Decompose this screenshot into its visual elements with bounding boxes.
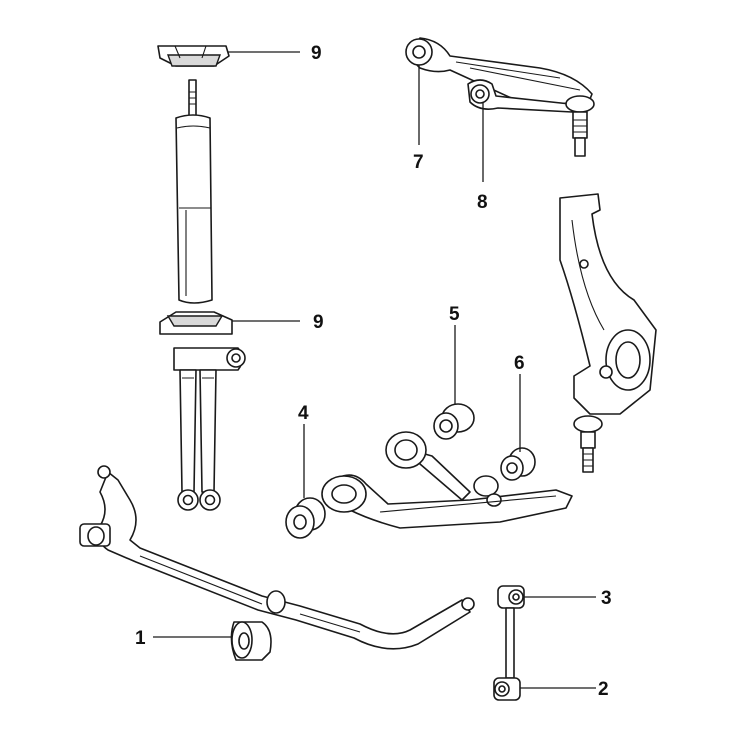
callout-7: 7 (413, 152, 424, 173)
upper-spring-isolator-top (157, 45, 230, 67)
lower-ball-joint (573, 415, 603, 473)
lower-control-arm (321, 431, 573, 529)
callout-5: 5 (449, 304, 460, 325)
shock-absorber (175, 79, 213, 304)
upper-ball-joint (565, 95, 595, 157)
steering-knuckle (559, 193, 657, 415)
stabilizer-bar-bushing (230, 621, 272, 661)
stabilizer-link (493, 585, 525, 701)
callout-9-top: 9 (311, 43, 322, 64)
lower-arm-bushing-front (285, 497, 326, 539)
callout-4: 4 (298, 403, 309, 424)
leader-lines (153, 51, 596, 689)
upper-control-arm (405, 37, 593, 105)
callout-1: 1 (135, 628, 146, 649)
callout-3: 3 (601, 588, 612, 609)
lower-spring-isolator (159, 311, 233, 335)
stabilizer-bar (79, 465, 475, 650)
shock-lower-clevis (173, 347, 246, 511)
callout-2: 2 (598, 679, 609, 700)
callout-9-bottom: 9 (313, 312, 324, 333)
lower-arm-bushing-rear (500, 447, 536, 481)
callout-8: 8 (477, 192, 488, 213)
lower-arm-bushing-upper (433, 403, 475, 440)
callout-6: 6 (514, 353, 525, 374)
